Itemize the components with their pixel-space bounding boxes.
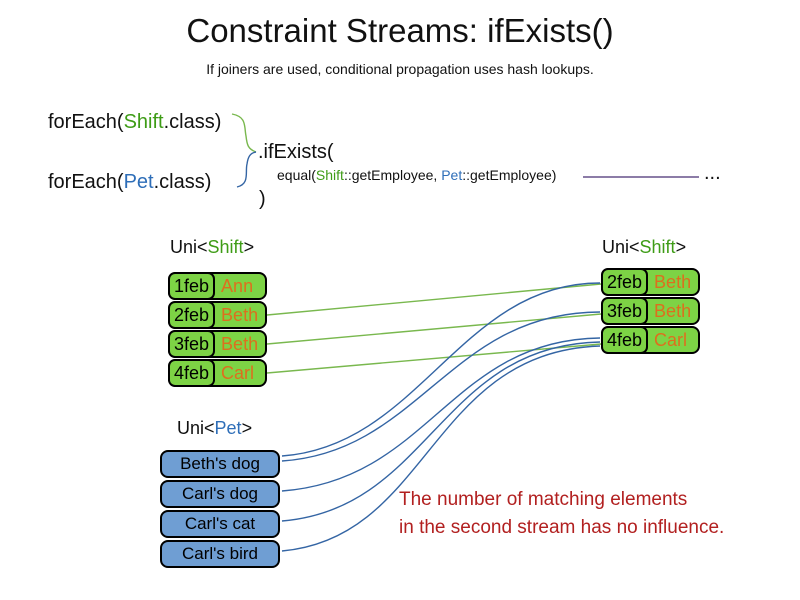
name-cell: Beth [654, 271, 692, 292]
name-cell: Beth [221, 333, 259, 354]
shift-row: 1feb Ann [168, 272, 267, 300]
date-cell: 2feb [601, 268, 649, 296]
date-cell: 3feb [601, 297, 649, 325]
note-line: in the second stream has no influence. [399, 517, 725, 538]
right-shift-stream-label: Uni<Shift> [602, 237, 686, 258]
shift-row: 4feb Carl [601, 326, 700, 354]
label-text: > [243, 237, 255, 257]
note-line: The number of matching elements [399, 489, 688, 510]
code-foreach-pet: forEach(Pet.class) [48, 171, 211, 194]
subtitle: If joiners are used, conditional propaga… [206, 61, 594, 77]
code-ifexists: .ifExists( [258, 141, 334, 163]
date-cell: 4feb [168, 359, 216, 387]
name-cell: Carl [654, 329, 688, 350]
label-text: Uni< [170, 237, 208, 257]
brace-bottom-blue-icon [236, 151, 257, 188]
label-text: Uni< [602, 237, 640, 257]
code-close-paren: ) [259, 188, 266, 210]
shift-type-token: Shift [123, 111, 164, 133]
shift-row: 2feb Beth [601, 268, 700, 296]
date-cell: 4feb [601, 326, 649, 354]
connector-shift-4feb [266, 343, 602, 374]
name-cell: Beth [654, 300, 692, 321]
shift-type-token: Shift [207, 237, 244, 257]
code-text: equal( [277, 167, 316, 183]
date-cell: 2feb [168, 301, 216, 329]
label-text: Uni< [177, 418, 215, 438]
connector-bethsdog-2feb [281, 282, 601, 457]
connector-shift-2feb [266, 283, 602, 316]
shift-type-token: Shift [639, 237, 676, 257]
code-text: ::getEmployee) [462, 167, 557, 183]
name-cell: Beth [221, 304, 259, 325]
code-text: ::getEmployee, [343, 167, 442, 183]
right-shift-table: 2feb Beth 3feb Beth 4feb Carl [601, 268, 700, 355]
code-foreach-shift: forEach(Shift.class) [48, 111, 221, 134]
code-text: .class) [153, 171, 212, 193]
code-text: .class) [163, 111, 222, 133]
code-ellipsis: ... [704, 162, 721, 184]
label-text: > [675, 237, 687, 257]
left-shift-stream-label: Uni<Shift> [170, 237, 254, 258]
pet-table: Beth's dog Carl's dog Carl's cat Carl's … [160, 450, 280, 570]
date-cell: 1feb [168, 272, 216, 300]
shift-row: 2feb Beth [168, 301, 267, 329]
shift-row: 3feb Beth [601, 297, 700, 325]
pet-row: Carl's dog [160, 480, 280, 508]
connector-bethsdog-3feb [281, 311, 601, 462]
pet-type-token: Pet [441, 167, 463, 183]
name-cell: Carl [221, 362, 255, 383]
shift-type-token: Shift [315, 167, 344, 183]
shift-row: 4feb Carl [168, 359, 267, 387]
date-cell: 3feb [168, 330, 216, 358]
note: The number of matching elements in the s… [399, 486, 724, 542]
left-shift-table: 1feb Ann 2feb Beth 3feb Beth 4feb Carl [168, 272, 267, 388]
connector-shift-3feb [266, 313, 602, 345]
shift-row: 3feb Beth [168, 330, 267, 358]
page-title: Constraint Streams: ifExists() [186, 12, 614, 49]
pet-stream-label: Uni<Pet> [177, 418, 252, 439]
pet-row: Carl's cat [160, 510, 280, 538]
brace-top-green-icon [231, 113, 257, 153]
code-equal-joiner: equal(Shift::getEmployee, Pet::getEmploy… [277, 167, 556, 183]
code-text: forEach( [48, 171, 124, 193]
pet-type-token: Pet [214, 418, 242, 438]
connector-carlsdog-4feb [281, 337, 601, 492]
pet-type-token: Pet [123, 171, 154, 193]
label-text: > [241, 418, 253, 438]
name-cell: Ann [221, 275, 254, 296]
pet-row: Carl's bird [160, 540, 280, 568]
pet-row: Beth's dog [160, 450, 280, 478]
code-text: forEach( [48, 111, 124, 133]
